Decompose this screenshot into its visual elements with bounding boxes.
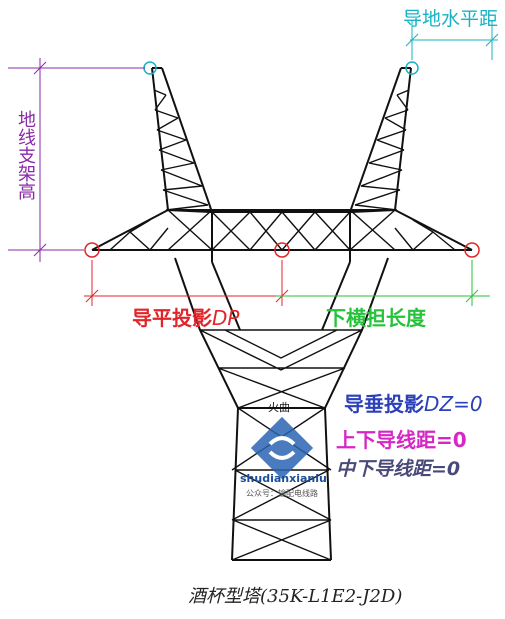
lower-arm-length-label: 下横担长度 bbox=[326, 306, 426, 330]
tower-type-caption: 酒杯型塔(35K-L1E2-J2D) bbox=[188, 586, 403, 607]
dp-label-symbol: DP bbox=[212, 306, 240, 330]
conductor-vertical-projection-label: 导垂投影DZ=0 bbox=[344, 388, 483, 417]
right-peak-outline bbox=[348, 67, 412, 214]
top-dimension bbox=[405, 20, 499, 60]
dimension-lines bbox=[8, 20, 499, 306]
watermark-site-text: shudianxianlu bbox=[240, 472, 327, 485]
waist-tag-label: 火曲 bbox=[268, 401, 290, 414]
dp-label-text: 导平投影 bbox=[132, 306, 212, 330]
watermark-logo bbox=[250, 416, 314, 480]
conductor-point-right bbox=[464, 242, 480, 258]
middle-lower-conductor-distance-label: 中下导线距=0 bbox=[336, 458, 461, 480]
dz-label-text: 导垂投影 bbox=[344, 392, 424, 416]
left-leg bbox=[231, 407, 239, 561]
conductor-horizontal-distance-label: 导地水平距 bbox=[403, 8, 499, 30]
tower-structure bbox=[91, 67, 473, 561]
conductor-horizontal-projection-label: 导平投影DP bbox=[132, 302, 239, 331]
right-leg bbox=[324, 407, 332, 561]
left-peak-outline bbox=[151, 67, 214, 214]
ground-wire-support-height-label: 地线支架高 bbox=[15, 110, 36, 200]
dz-label-symbol: DZ=0 bbox=[424, 392, 483, 416]
upper-lower-conductor-distance-label: 上下导线距=0 bbox=[336, 428, 467, 452]
ground-height-dimension bbox=[8, 58, 145, 262]
conductor-point-left bbox=[84, 242, 100, 258]
attachment-points bbox=[84, 61, 480, 258]
left-peak-lattice bbox=[153, 89, 209, 211]
arm-length-dimension bbox=[276, 260, 490, 306]
right-peak-lattice bbox=[354, 89, 410, 211]
conductor-point-middle bbox=[274, 242, 290, 258]
ground-wire-point-right bbox=[405, 61, 419, 75]
watermark-subtitle-text: 公众号：输配电线路 bbox=[246, 489, 318, 498]
dp-dimension bbox=[84, 260, 290, 306]
